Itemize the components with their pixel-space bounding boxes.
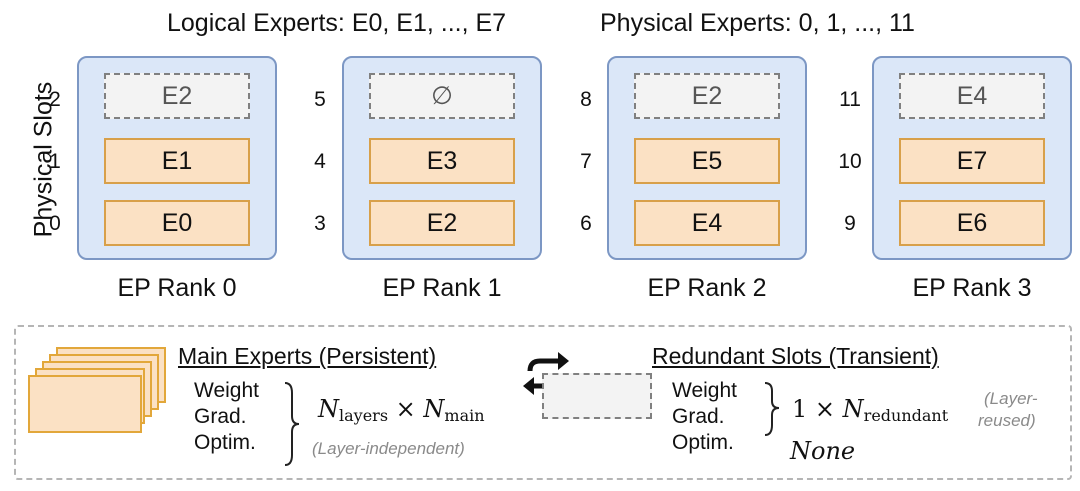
slot-number: 1 [49, 150, 61, 173]
slot-number: 2 [49, 88, 61, 111]
main-formula: Nlayers × Nmain [318, 395, 485, 425]
slot-number: 6 [580, 212, 592, 235]
ep-rank-3-box: E4 E7 E6 [872, 56, 1072, 260]
ep-rank-0-box: E2 E1 E0 [77, 56, 277, 260]
redundant-slot: E4 [899, 73, 1045, 119]
main-item-grad: Grad. [194, 405, 247, 428]
ep-rank-2-label: EP Rank 2 [647, 274, 767, 302]
slot-number: 5 [314, 88, 326, 111]
slot-number: 10 [838, 150, 862, 173]
ep-rank-0-label: EP Rank 0 [117, 274, 237, 302]
main-item-optim: Optim. [194, 431, 256, 454]
stacked-experts-icon [28, 347, 178, 457]
slot-number: 8 [580, 88, 592, 111]
ep-rank-1-label: EP Rank 1 [382, 274, 502, 302]
main-expert-slot: E5 [634, 138, 780, 184]
main-brace-icon [284, 382, 300, 466]
main-expert-slot: E2 [369, 200, 515, 246]
redundant-slot: E2 [634, 73, 780, 119]
redundant-slots-title: Redundant Slots (Transient) [652, 343, 939, 369]
redundant-slot-sample [542, 373, 652, 419]
redundant-note-line1: (Layer- [984, 389, 1038, 408]
main-expert-slot: E3 [369, 138, 515, 184]
slot-number: 11 [839, 88, 861, 111]
redundant-formula: 1 × Nredundant [792, 395, 949, 425]
empty-redundant-slot: ∅ [369, 73, 515, 119]
main-expert-slot: E7 [899, 138, 1045, 184]
redundant-item-grad: Grad. [672, 405, 725, 428]
redundant-brace-icon [764, 382, 780, 436]
ep-rank-1-box: ∅ E3 E2 [342, 56, 542, 260]
slot-number: 0 [49, 212, 61, 235]
redundant-slot: E2 [104, 73, 250, 119]
slot-number: 9 [844, 212, 856, 235]
main-expert-slot: E6 [899, 200, 1045, 246]
slot-number: 3 [314, 212, 326, 235]
main-expert-slot: E4 [634, 200, 780, 246]
redundant-item-optim: Optim. [672, 431, 734, 454]
main-expert-slot: E1 [104, 138, 250, 184]
redundant-item-weight: Weight [672, 379, 737, 402]
ep-rank-2-box: E2 E5 E4 [607, 56, 807, 260]
redundant-optim-none: None [790, 437, 856, 465]
main-note: (Layer-independent) [312, 439, 465, 458]
main-expert-slot: E0 [104, 200, 250, 246]
main-item-weight: Weight [194, 379, 259, 402]
physical-experts-header: Physical Experts: 0, 1, ..., 11 [600, 9, 915, 37]
ep-rank-3-label: EP Rank 3 [912, 274, 1032, 302]
logical-experts-header: Logical Experts: E0, E1, ..., E7 [167, 9, 507, 37]
slot-number: 7 [580, 150, 592, 173]
slot-number: 4 [314, 150, 326, 173]
main-experts-title: Main Experts (Persistent) [178, 343, 437, 369]
redundant-note-line2: reused) [978, 411, 1036, 430]
legend-box: Main Experts (Persistent) Weight Grad. O… [14, 325, 1072, 480]
